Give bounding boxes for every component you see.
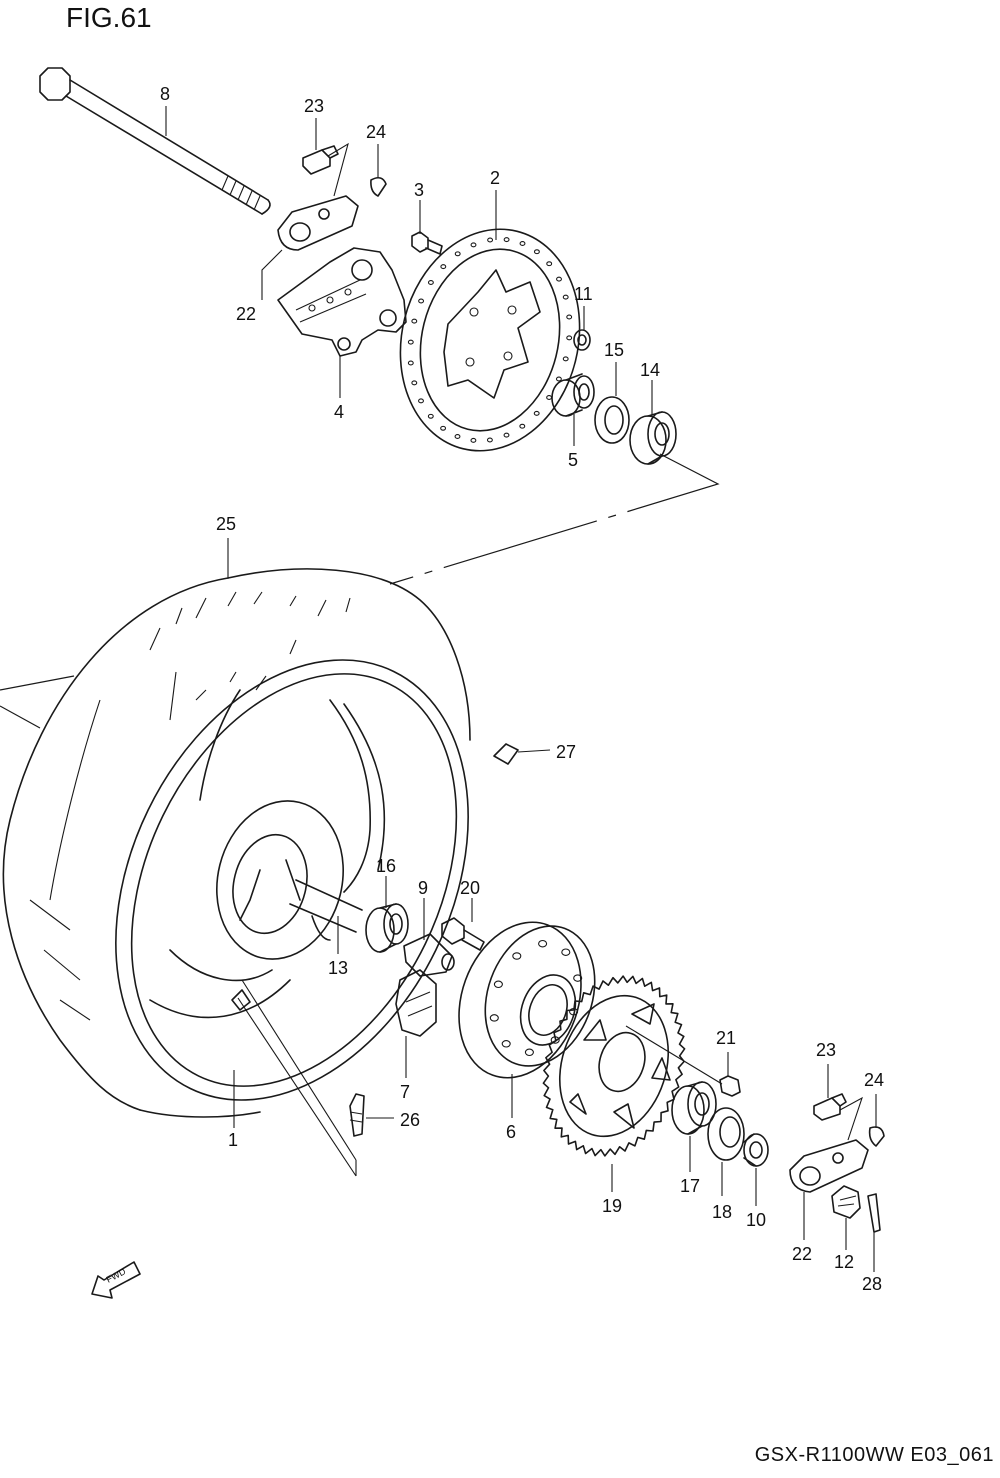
callout-9: 9 (418, 878, 428, 898)
callout-28: 28 (862, 1274, 882, 1294)
callout-26: 26 (400, 1110, 420, 1130)
callout-11: 11 (574, 284, 593, 304)
spacer-part-10 (743, 1133, 769, 1167)
bearing-part-16 (365, 903, 409, 953)
callout-7: 7 (400, 1082, 410, 1102)
valve-part-26 (349, 1093, 365, 1137)
callout-27: 27 (556, 742, 576, 762)
clip-part-24-top (370, 176, 387, 197)
callout-23a: 23 (304, 96, 324, 116)
washer-part-11 (573, 329, 591, 351)
callout-12: 12 (834, 1252, 854, 1272)
callout-23b: 23 (816, 1040, 836, 1060)
adjuster-bolt-part-23-top (302, 145, 339, 175)
callout-8: 8 (160, 84, 170, 104)
callout-17: 17 (680, 1176, 700, 1196)
callout-3: 3 (414, 180, 424, 200)
callout-5: 5 (568, 450, 578, 470)
callout-15: 15 (604, 340, 624, 360)
leader-lines (165, 106, 877, 1272)
castle-nut-part-12 (831, 1185, 861, 1219)
cotter-pin-part-28 (867, 1193, 881, 1233)
spacer-part-9 (403, 933, 455, 977)
clip-part-24-bottom (868, 1126, 885, 1147)
axle-part-8 (39, 67, 271, 215)
damper-part-7 (395, 969, 437, 1037)
callout-4: 4 (334, 402, 344, 422)
callout-16: 16 (376, 856, 396, 876)
bearing-part-14 (629, 411, 677, 465)
wheel-part-1 (115, 659, 469, 1101)
callout-21: 21 (716, 1028, 736, 1048)
callout-22b: 22 (792, 1244, 812, 1264)
disc-bolt-part-3 (411, 231, 443, 255)
brake-disc-part-2 (399, 228, 581, 452)
oil-seal-part-18 (707, 1107, 745, 1161)
tire-part-25 (2, 568, 471, 1118)
nut-part-21 (719, 1075, 741, 1097)
callout-18: 18 (712, 1202, 732, 1222)
bearing-part-17 (671, 1081, 717, 1135)
callout-labels: 1 2 3 4 5 6 7 8 9 10 11 12 13 14 15 16 1… (160, 84, 884, 1294)
bolt-part-20 (441, 917, 485, 951)
fwd-arrow-icon: FWD (91, 1261, 141, 1299)
callout-14: 14 (640, 360, 660, 380)
callout-19: 19 (602, 1196, 622, 1216)
callout-6: 6 (506, 1122, 516, 1142)
callout-1: 1 (228, 1130, 238, 1150)
callout-24b: 24 (864, 1070, 884, 1090)
callout-25: 25 (216, 514, 236, 534)
sprocket-part-19 (542, 975, 686, 1157)
balance-weight-part-27 (493, 743, 519, 765)
adjuster-bolt-part-23-bottom (813, 1093, 847, 1121)
chain-adjuster-part-22-top (277, 195, 359, 251)
callout-13: 13 (328, 958, 348, 978)
callout-10: 10 (746, 1210, 766, 1230)
caliper-bracket-part-4 (277, 247, 407, 357)
figure-title: FIG.61 (66, 2, 152, 33)
oil-seal-part-15 (594, 396, 630, 444)
callout-22a: 22 (236, 304, 256, 324)
footer-code: GSX-R1100WW E03_061 (754, 1444, 994, 1466)
callout-24a: 24 (366, 122, 386, 142)
spacer-part-5 (551, 373, 595, 417)
callout-20: 20 (460, 878, 480, 898)
sprocket-carrier-part-6 (458, 921, 596, 1079)
callout-2: 2 (490, 168, 500, 188)
chain-adjuster-part-22-bottom (789, 1139, 869, 1193)
dowel-part-13 (311, 915, 331, 941)
